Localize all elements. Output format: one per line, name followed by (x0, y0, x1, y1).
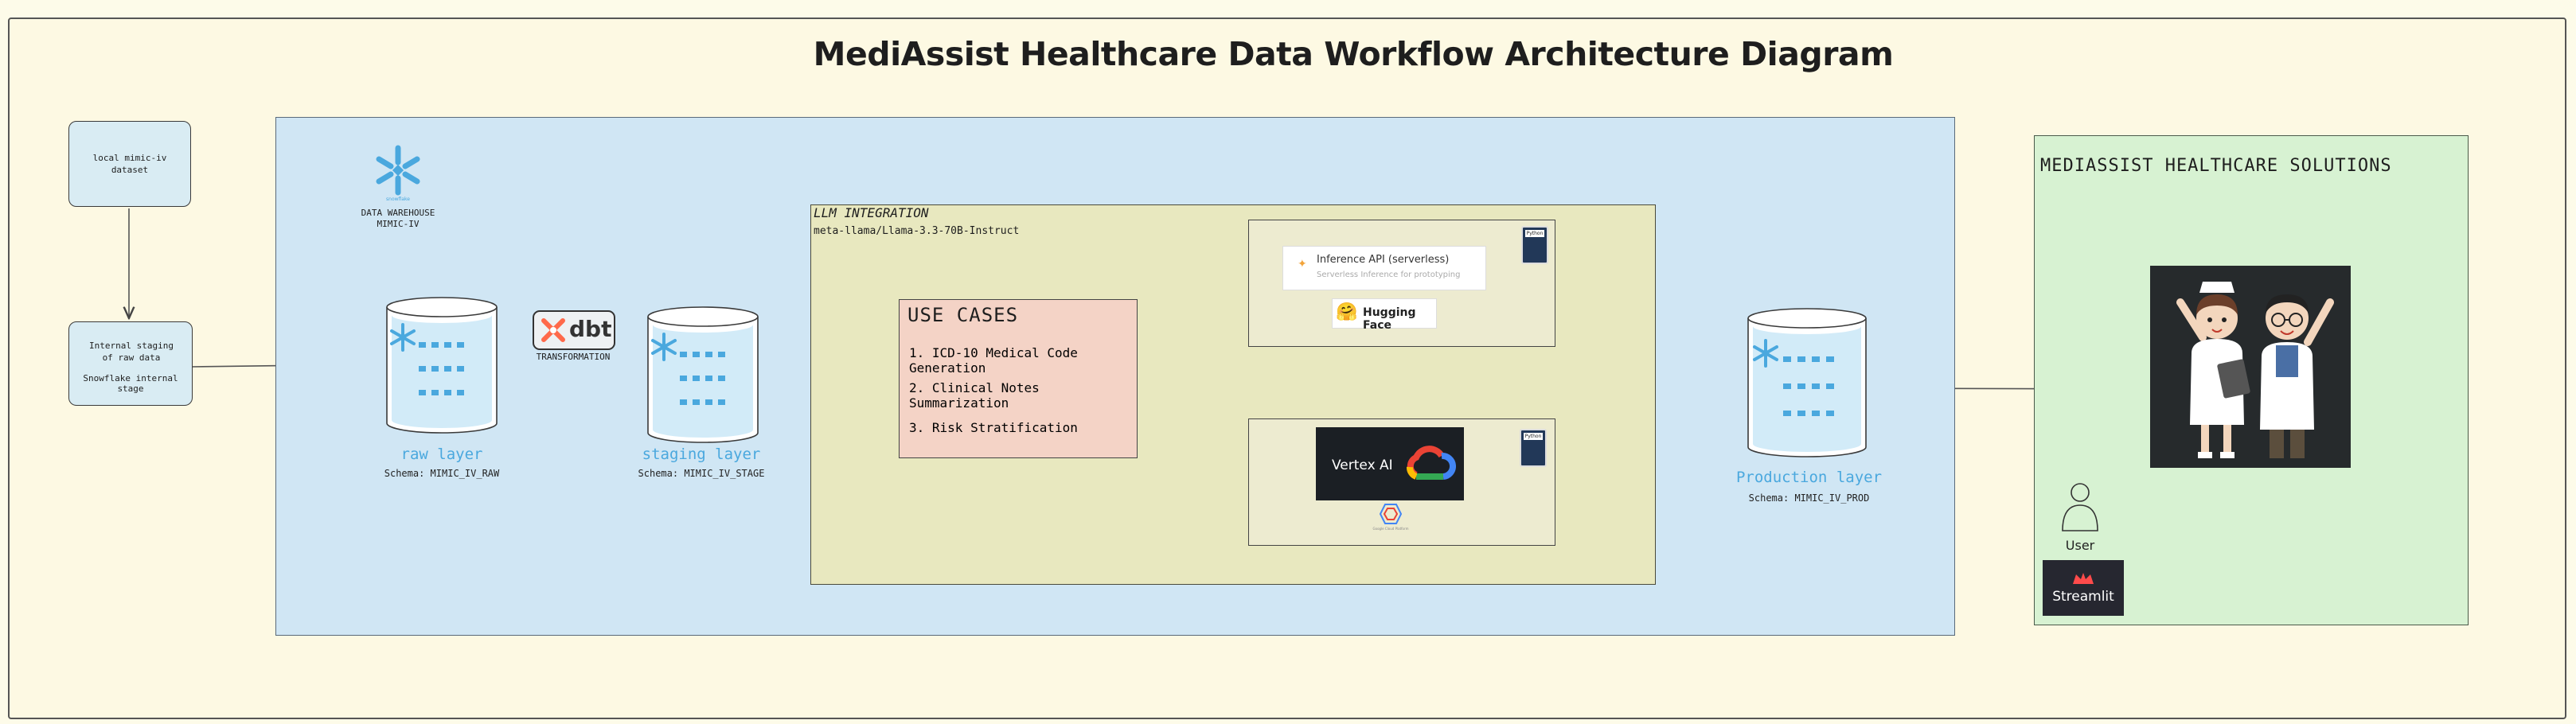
doctor-figure (2260, 294, 2334, 458)
spark-icon: ✦ (1298, 258, 1307, 271)
local-dataset-box: local mimic-iv dataset (68, 121, 191, 207)
use-case-item: 1. ICD-10 Medical Code Generation (909, 345, 1078, 376)
inference-api-card: ✦ Inference API (serverless) Serverless … (1282, 246, 1486, 290)
use-cases-box: USE CASES 1. ICD-10 Medical Code Generat… (899, 299, 1138, 458)
raw-layer-label: raw layer (400, 446, 483, 463)
use-cases-title: USE CASES (907, 304, 1019, 326)
diagram-title: MediAssist Healthcare Data Workflow Arch… (813, 35, 1894, 73)
huggingface-box: ✦ Inference API (serverless) Serverless … (1248, 220, 1555, 347)
internal-staging-box: Internal staging of raw data Snowflake i… (68, 321, 193, 406)
hugging-face-emoji-icon: 🤗 (1336, 302, 1358, 322)
staging-layer-cylinder (647, 306, 759, 443)
production-layer-cylinder (1747, 308, 1867, 457)
python-badge-icon: Python (1520, 429, 1547, 467)
solutions-title: MEDIASSIST HEALTHCARE SOLUTIONS (2040, 156, 2392, 176)
user-icon (2062, 483, 2098, 531)
streamlit-logo: Streamlit (2043, 560, 2124, 616)
gcp-hex-icon (1380, 504, 1402, 524)
llm-integration-title: LLM INTEGRATION (814, 205, 929, 220)
snowflake-caption: snowflake (386, 197, 410, 202)
inference-api-subtitle: Serverless Inference for prototyping (1317, 271, 1461, 279)
vertex-ai-box: Vertex AI Google Cloud Platform Python (1248, 418, 1555, 546)
staging-layer-label: staging layer (642, 446, 761, 463)
huggingface-logo: 🤗 Hugging Face (1332, 298, 1437, 332)
dbt-transformation-label: TRANSFORMATION (536, 352, 611, 362)
google-cloud-icon (1407, 446, 1456, 480)
internal-staging-sub: Snowflake internal stage (83, 373, 178, 394)
python-badge-icon: Python (1521, 226, 1548, 264)
dbt-logo-text: dbt (569, 316, 612, 342)
streamlit-crown-icon (2073, 573, 2094, 584)
dbt-logo: dbt (533, 310, 615, 350)
raw-snowflake-icon (390, 323, 416, 352)
streamlit-label: Streamlit (2052, 589, 2114, 605)
raw-layer-cylinder (386, 297, 498, 434)
vertex-ai-label: Vertex AI (1332, 457, 1393, 473)
production-layer-label: Production layer (1735, 469, 1883, 486)
inference-api-title: Inference API (serverless) (1317, 254, 1450, 266)
production-layer-schema: Schema: MIMIC_IV_PROD (1748, 492, 1870, 504)
vertex-ai-logo: Vertex AI (1316, 427, 1464, 500)
use-case-item: 2. Clinical Notes Summarization (909, 380, 1040, 411)
staging-layer-schema: Schema: MIMIC_IV_STAGE (638, 468, 765, 479)
python-badge-label: Python (1524, 433, 1543, 440)
user-label: User (2065, 538, 2095, 553)
staging-snowflake-icon (651, 333, 677, 361)
dbt-mark-icon (541, 318, 565, 342)
nurse-figure (2176, 282, 2250, 458)
huggingface-brand: Hugging Face (1363, 306, 1416, 332)
warehouse-label: DATA WAREHOUSE (361, 208, 435, 218)
local-dataset-label: local mimic-iv dataset (92, 153, 167, 175)
doctors-illustration (2150, 266, 2351, 468)
warehouse-db-label: MIMIC-IV (377, 219, 420, 229)
gcp-caption: Google Cloud Platform (1372, 527, 1409, 531)
use-case-item: 3. Risk Stratification (909, 420, 1078, 435)
snowflake-logo-icon (376, 145, 420, 196)
llm-model-name: meta-llama/Llama-3.3-70B-Instruct (814, 225, 1020, 237)
raw-layer-schema: Schema: MIMIC_IV_RAW (384, 468, 500, 479)
python-badge-label: Python (1525, 230, 1544, 237)
production-snowflake-icon (1753, 339, 1778, 368)
internal-staging-label: Internal staging of raw data (89, 341, 174, 363)
